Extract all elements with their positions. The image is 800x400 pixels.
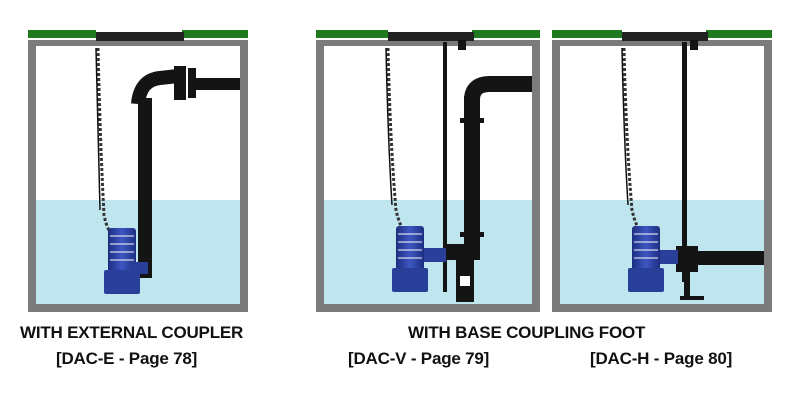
base-coupling-foot	[446, 244, 480, 260]
grass-left	[28, 30, 96, 38]
pump	[628, 226, 678, 292]
caption-base-coupling-foot: WITH BASE COUPLING FOOT	[408, 323, 646, 342]
caption-dac-v-reference: [DAC-V - Page 79]	[348, 349, 490, 368]
guide-rail	[443, 42, 447, 292]
grass-right	[472, 30, 540, 38]
caption-external-coupler: WITH EXTERNAL COUPLER	[20, 323, 244, 342]
pit-base-coupling-horizontal	[552, 30, 772, 312]
grass-right	[182, 30, 248, 38]
pit-external-coupler	[28, 30, 248, 312]
discharge-pipe	[138, 98, 152, 278]
discharge-pipe	[698, 251, 764, 265]
caption-dac-h-reference: [DAC-H - Page 80]	[590, 349, 733, 368]
outlet-pipe	[510, 76, 532, 92]
pit-cover	[388, 32, 474, 41]
grass-right	[706, 30, 772, 38]
pit-cover	[622, 32, 708, 41]
external-coupler	[174, 66, 186, 100]
pit-base-coupling-vertical	[316, 30, 540, 312]
base-coupling-foot	[676, 246, 698, 272]
lifting-chain	[622, 47, 643, 234]
pit-cover	[96, 32, 184, 41]
discharge-pipe	[464, 96, 480, 256]
pump	[392, 226, 446, 292]
guide-rail	[682, 42, 687, 282]
caption-dac-e-reference: [DAC-E - Page 78]	[56, 349, 198, 368]
pump	[104, 228, 148, 294]
outlet-pipe	[196, 78, 240, 90]
grass-left	[316, 30, 388, 38]
lifting-chain	[386, 47, 407, 234]
grass-left	[552, 30, 622, 38]
